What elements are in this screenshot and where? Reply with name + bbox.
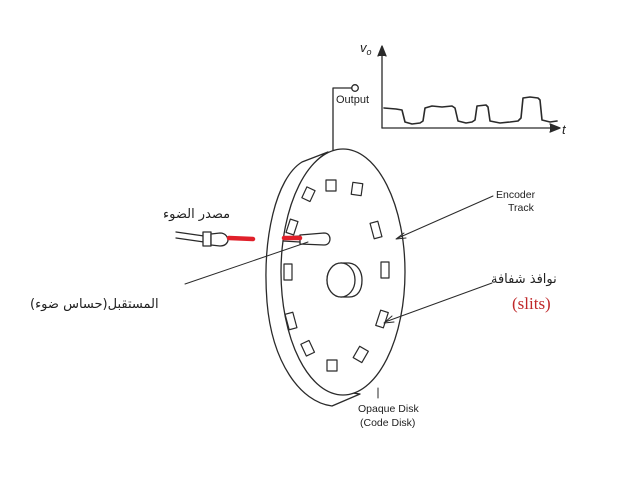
vo-axis-arrow — [377, 45, 387, 57]
slits-ar-label: نوافذ شفافة — [491, 272, 557, 287]
opaque-disk-label-1: Opaque Disk — [358, 403, 419, 415]
slit — [352, 345, 369, 364]
t-axis-label: t — [562, 122, 567, 137]
slit — [375, 309, 389, 329]
slits-leader — [384, 282, 493, 323]
slit — [369, 220, 383, 240]
slit — [380, 261, 390, 279]
output-label: Output — [336, 94, 369, 106]
encoder-track-label-1: Encoder — [496, 189, 536, 201]
output-waveform-plot — [377, 45, 561, 133]
slit — [285, 218, 299, 236]
slit — [326, 359, 338, 372]
light-source-label: مصدر الضوء — [163, 207, 230, 222]
encoder-slits — [283, 179, 390, 372]
slit — [301, 186, 316, 203]
encoder-track-leader — [397, 195, 494, 239]
opaque-disk-label-2: (Code Disk) — [360, 417, 415, 429]
encoder-track-label-2: Track — [508, 202, 535, 214]
slit — [300, 339, 316, 357]
slit — [325, 179, 337, 192]
receiver-leader — [184, 241, 309, 285]
shaft-cylinder-icon — [326, 262, 363, 298]
slit — [350, 181, 364, 197]
slits-arrow — [383, 315, 395, 324]
slit — [284, 311, 298, 331]
light-beam — [226, 235, 303, 242]
receiver-label: المستقبل(حساس ضوء) — [30, 297, 159, 312]
output-terminal — [351, 84, 359, 92]
t-axis-arrow — [549, 123, 561, 133]
lamp-icon — [175, 231, 229, 247]
pulse-trace — [383, 96, 558, 125]
encoder-track-arrow — [395, 232, 407, 240]
slits-en-label: (slits) — [512, 294, 551, 313]
vo-axis-label: vo — [360, 40, 372, 57]
slit — [283, 263, 293, 281]
